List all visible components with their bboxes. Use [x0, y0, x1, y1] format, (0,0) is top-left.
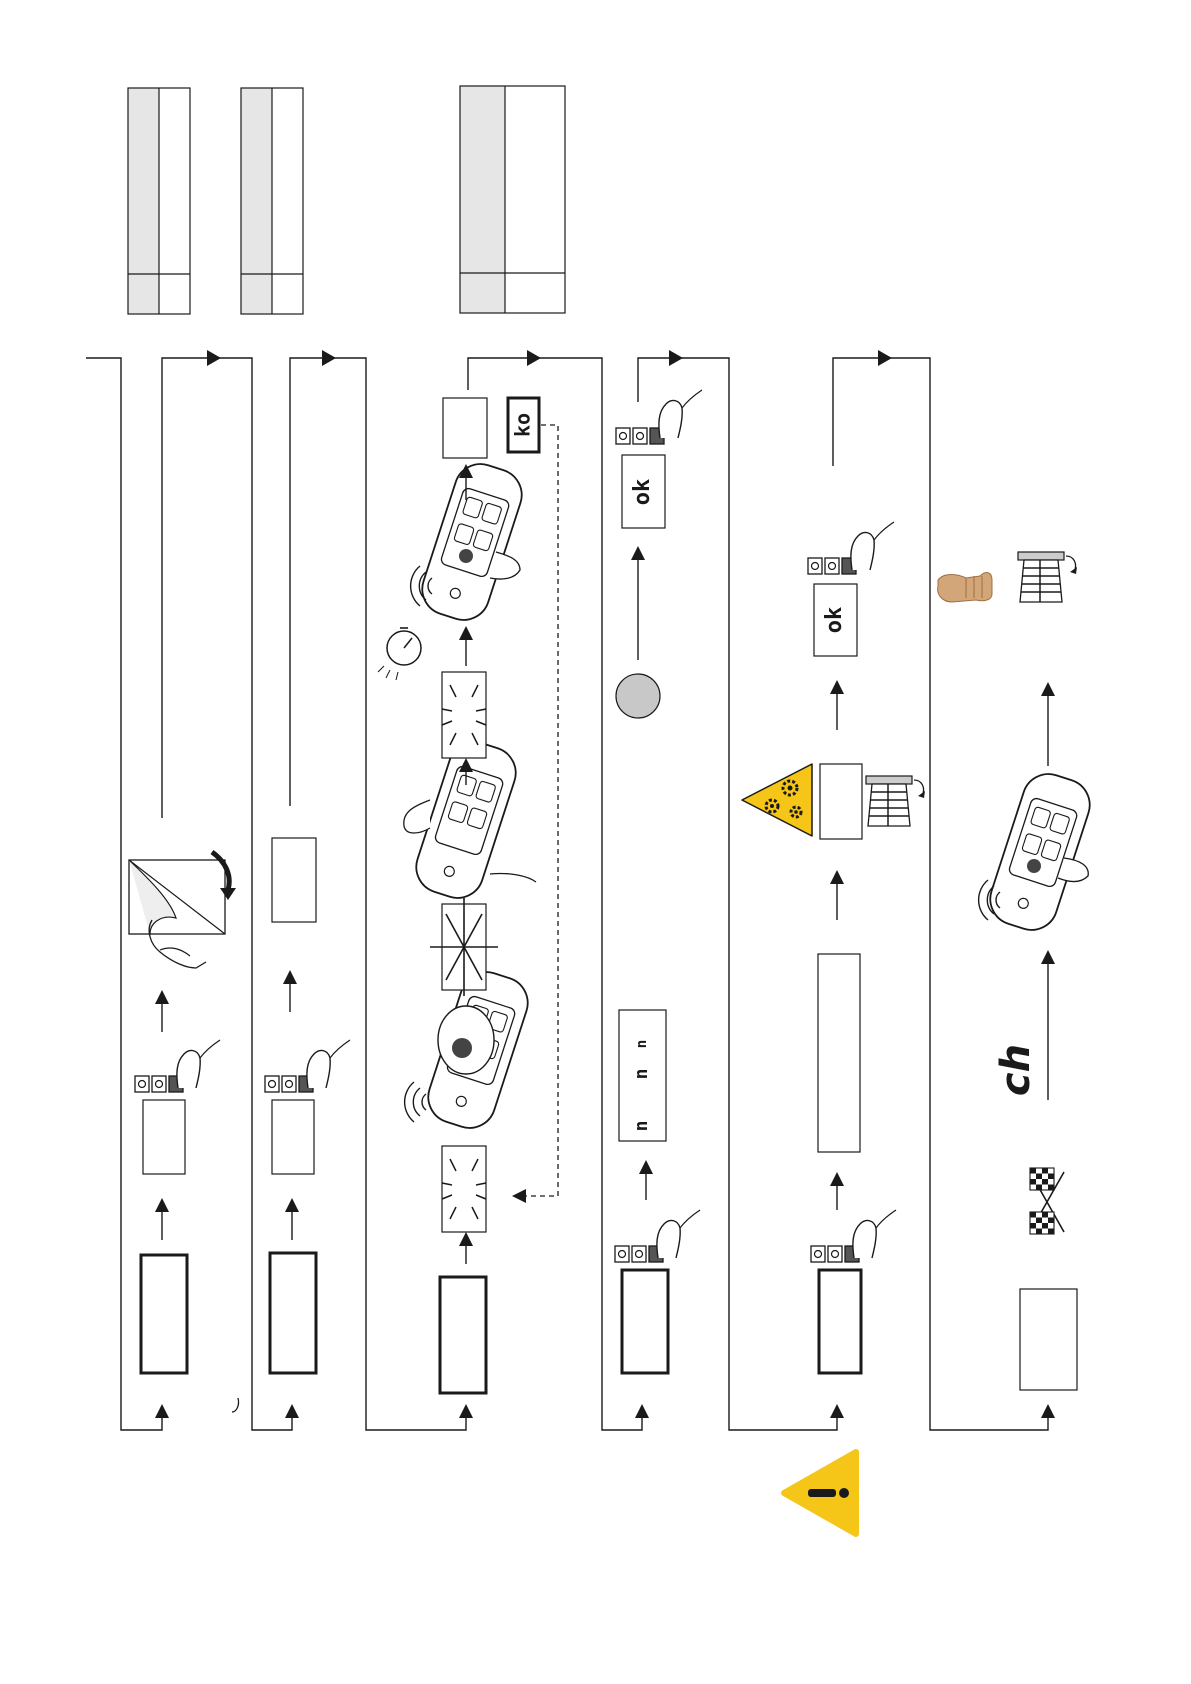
arrow-up — [283, 970, 297, 984]
ch-label: ch — [993, 1044, 1039, 1096]
display-box — [270, 1253, 316, 1373]
fingers-icon — [404, 800, 430, 833]
arrow-up — [155, 990, 169, 1004]
roller-shutter-icon — [1018, 552, 1077, 602]
button-panel-icon — [616, 428, 664, 444]
display-n-3: n — [634, 1040, 650, 1048]
ko-display: ko — [508, 398, 539, 452]
small-curve-mark — [232, 1398, 239, 1412]
display-box — [272, 1100, 314, 1174]
blinking-display-icon — [442, 672, 486, 758]
roller-shutter-icon — [866, 776, 925, 826]
remote-control-icon — [416, 457, 529, 626]
display-n-2: n — [631, 1069, 652, 1080]
info-table-1 — [128, 88, 190, 314]
display-box — [820, 764, 862, 839]
display-box — [272, 838, 316, 922]
arrow-up — [1041, 950, 1055, 964]
button-panel-icon — [265, 1076, 313, 1092]
counter-display: n n n — [619, 1010, 666, 1141]
checkered-flags-icon — [1030, 1168, 1064, 1234]
remote-control-icon — [984, 767, 1097, 936]
arrow-up — [639, 1160, 653, 1174]
button-panel-icon — [808, 558, 856, 574]
display-n-1: n — [631, 1121, 652, 1132]
button-panel-icon — [135, 1076, 183, 1092]
button-panel-icon — [615, 1246, 663, 1262]
gears-warning-icon — [742, 764, 812, 836]
column-1 — [129, 852, 236, 1373]
hand-stop-icon — [938, 573, 992, 602]
arrow-up — [459, 626, 473, 640]
display-box — [1020, 1289, 1077, 1390]
display-box — [819, 1270, 861, 1373]
gray-circle-icon — [616, 674, 660, 718]
ok-display: ok — [814, 584, 857, 656]
retry-dashed-line — [524, 425, 558, 1196]
column-6: ch — [938, 552, 1097, 1390]
ok-label-2: ok — [822, 607, 847, 634]
arrow-up — [459, 1232, 473, 1246]
arrow-up — [631, 546, 645, 560]
arrow-up — [830, 680, 844, 694]
info-table-3 — [460, 86, 565, 313]
info-table-2 — [241, 88, 303, 314]
ko-label: ko — [511, 413, 535, 437]
finger-press-icon — [307, 1040, 350, 1088]
arrow-up — [1041, 682, 1055, 696]
arrow-up — [830, 1172, 844, 1186]
arrow-up — [830, 870, 844, 884]
page-turn-icon — [129, 852, 236, 968]
column-3: ko — [378, 398, 558, 1393]
finger-press-icon — [657, 1210, 700, 1258]
arrow-up — [285, 1198, 299, 1212]
arrow-left — [512, 1189, 526, 1203]
column-4: n n n ok — [615, 390, 702, 1373]
finger-press-icon — [851, 522, 894, 570]
stopwatch-icon — [378, 628, 421, 680]
warning-triangle-icon — [784, 1452, 856, 1534]
display-box — [440, 1277, 486, 1393]
ok-display: ok — [622, 455, 665, 528]
signal-waves-icon — [405, 1082, 426, 1122]
finger-press-icon — [177, 1040, 220, 1088]
column-5: ok — [742, 522, 925, 1373]
finger-press-icon — [659, 390, 702, 438]
arrow-up — [155, 1198, 169, 1212]
display-box — [818, 954, 860, 1152]
blinking-display-icon — [442, 1146, 486, 1232]
display-box — [443, 398, 487, 458]
finger-press-icon — [853, 1210, 896, 1258]
display-box — [141, 1255, 187, 1373]
display-box — [143, 1100, 185, 1174]
column-2 — [265, 838, 350, 1373]
ok-label-1: ok — [630, 479, 655, 506]
display-box — [622, 1270, 668, 1373]
button-panel-icon — [811, 1246, 859, 1262]
